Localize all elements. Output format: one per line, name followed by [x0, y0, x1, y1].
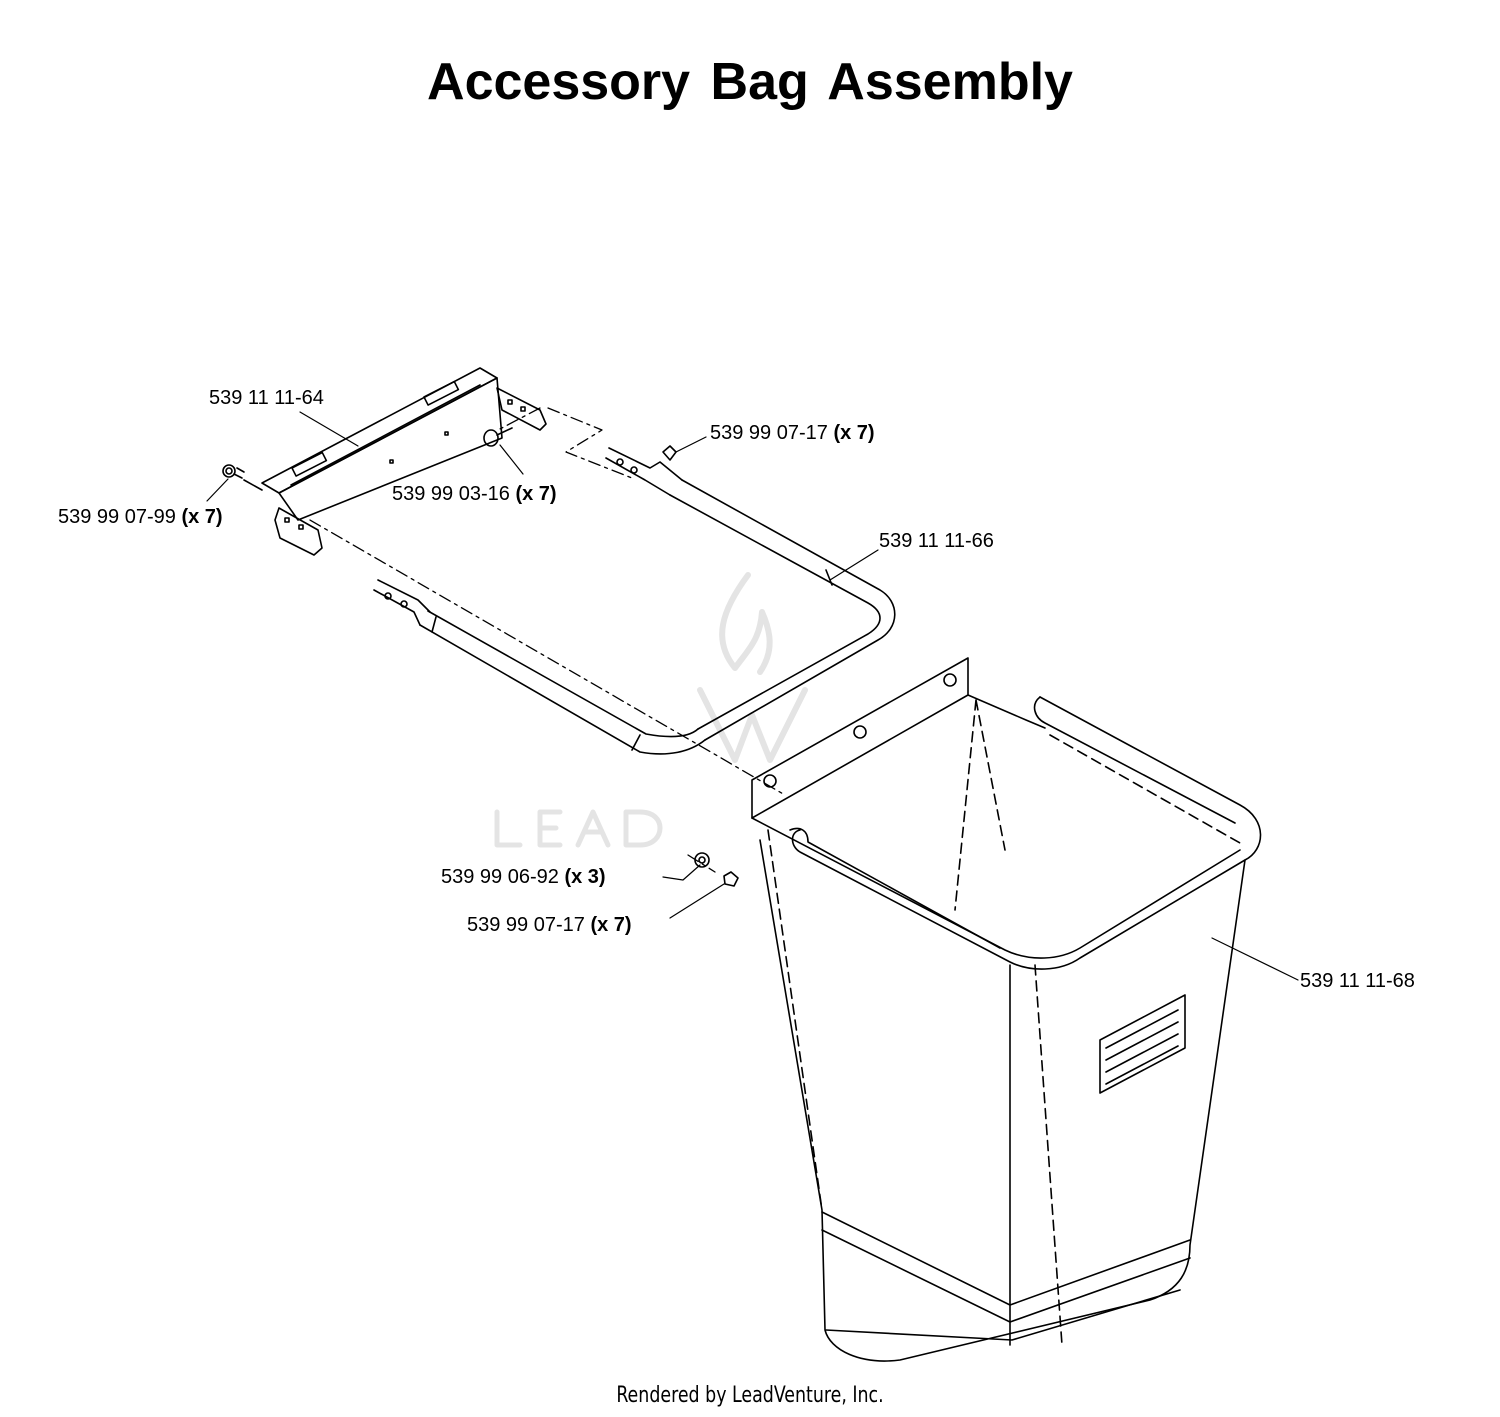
callout-washer: 539 99 06-92 (x 3) — [441, 866, 606, 888]
callout-nut-bottom: 539 99 07-17 (x 7) — [467, 914, 632, 936]
callout-bracket: 539 11 11-64 — [209, 387, 324, 409]
callout-bolt-left: 539 99 07-99 (x 7) — [58, 506, 223, 528]
callout-bag: 539 11 11-68 — [1300, 970, 1415, 992]
grass-bag — [751, 657, 1262, 1362]
callout-pin: 539 99 03-16 (x 7) — [392, 483, 557, 505]
mounting-bracket — [261, 367, 547, 556]
watermark-logo — [697, 572, 808, 763]
leader-lines — [206, 411, 1299, 981]
tubular-frame — [373, 447, 896, 755]
watermark-wordmark — [494, 809, 663, 848]
hardware — [222, 427, 739, 887]
footer-credit: Rendered by LeadVenture, Inc. — [616, 1383, 884, 1408]
callout-nut-top: 539 99 07-17 (x 7) — [710, 422, 875, 444]
callout-frame: 539 11 11-66 — [879, 530, 994, 552]
assembly-guide-lines — [309, 407, 786, 873]
diagram-title: Accessory Bag Assembly — [427, 53, 1073, 111]
